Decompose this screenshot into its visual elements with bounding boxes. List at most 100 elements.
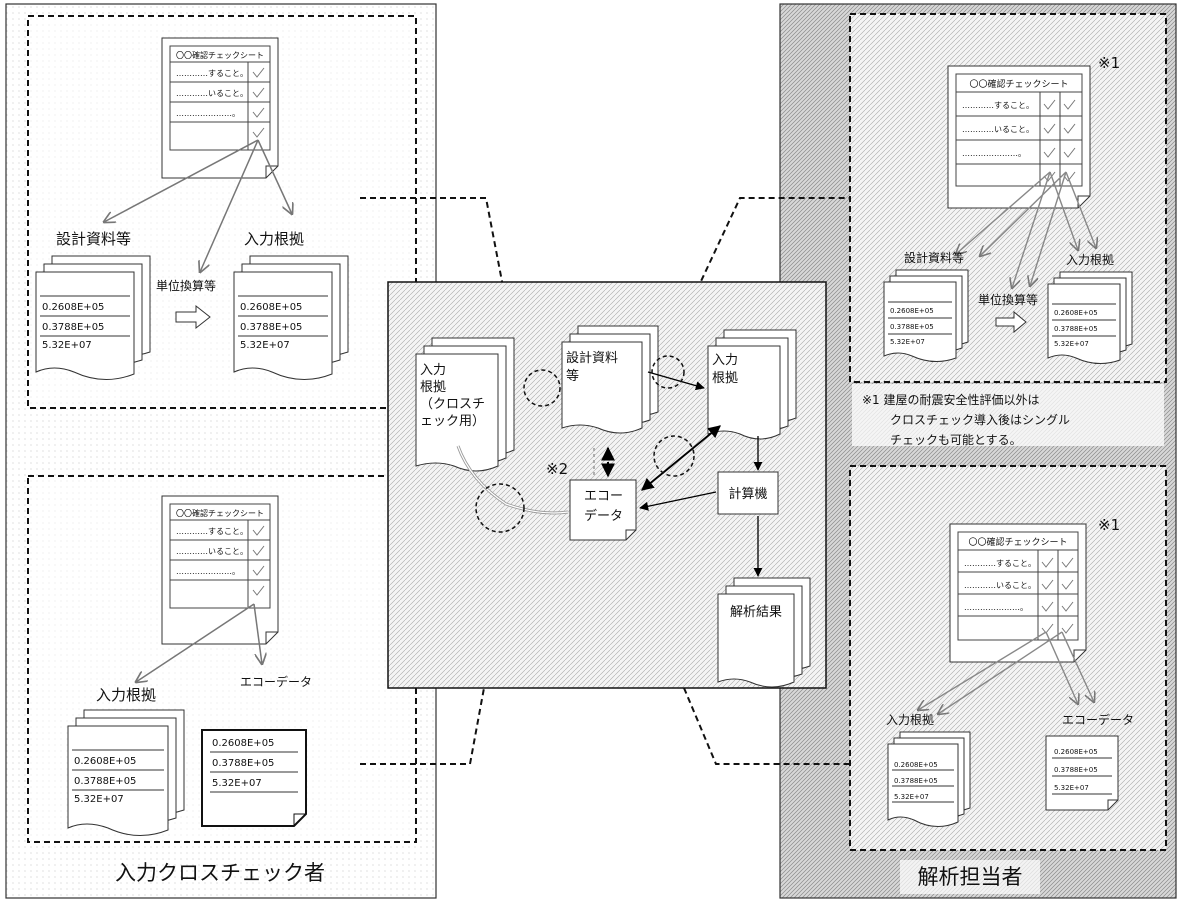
document-stack: 0.2608E+05 0.3788E+05 5.32E+07 bbox=[233, 255, 349, 380]
svg-text:0.2608E+05: 0.2608E+05 bbox=[890, 307, 934, 315]
echo-data-sheet: エコー データ bbox=[569, 479, 637, 541]
svg-text:5.32E+07: 5.32E+07 bbox=[890, 338, 925, 346]
checksheet-title: 〇〇確認チェックシート bbox=[176, 508, 264, 518]
note-text: チェックも可能とする。 bbox=[890, 433, 1022, 447]
checksheet-row: …………すること。 bbox=[176, 69, 248, 78]
svg-text:5.32E+07: 5.32E+07 bbox=[74, 794, 124, 805]
note-mark: ※1 bbox=[1098, 516, 1120, 534]
note-mark: ※2 bbox=[546, 460, 568, 478]
svg-text:0.3788E+05: 0.3788E+05 bbox=[42, 322, 104, 333]
computer-label: 計算機 bbox=[728, 486, 767, 502]
checksheet-row: …………いること。 bbox=[176, 89, 248, 98]
checksheet: 〇〇確認チェックシート …………すること。 …………いること。 …………………。 bbox=[161, 37, 279, 179]
label-echo-data: エコーデータ bbox=[240, 674, 312, 689]
document-stack: 0.2608E+05 0.3788E+05 5.32E+07 bbox=[67, 709, 185, 836]
right-panel: ※1 ※1 〇〇確認チェックシート …………すること。 …………いること。 ……… bbox=[779, 3, 1177, 899]
checksheet: 〇〇確認チェックシート …………すること。 …………いること。 …………………。 bbox=[949, 523, 1087, 663]
svg-text:…………すること。: …………すること。 bbox=[964, 559, 1036, 568]
svg-text:0.3788E+05: 0.3788E+05 bbox=[240, 322, 302, 333]
svg-text:0.2608E+05: 0.2608E+05 bbox=[1054, 748, 1098, 756]
svg-text:入力: 入力 bbox=[712, 353, 738, 368]
svg-text:〇〇確認チェックシート: 〇〇確認チェックシート bbox=[969, 78, 1068, 90]
svg-text:…………すること。: …………すること。 bbox=[176, 527, 248, 536]
svg-text:0.2608E+05: 0.2608E+05 bbox=[212, 738, 274, 749]
check-mark-icon bbox=[1043, 147, 1076, 158]
check-mark-icon bbox=[252, 565, 265, 576]
svg-text:0.3788E+05: 0.3788E+05 bbox=[890, 323, 934, 331]
svg-text:0.3788E+05: 0.3788E+05 bbox=[1054, 325, 1098, 333]
note-mark: ※1 bbox=[1098, 54, 1120, 72]
svg-text:…………………。: …………………。 bbox=[964, 603, 1028, 612]
checksheet-title: 〇〇確認チェックシート bbox=[176, 50, 264, 60]
svg-text:…………すること。: …………すること。 bbox=[962, 101, 1034, 110]
svg-text:入力: 入力 bbox=[420, 363, 446, 378]
note-text: ※1 建屋の耐震安全性評価以外は bbox=[862, 392, 1040, 407]
panel-title: 解析担当者 bbox=[918, 865, 1023, 889]
svg-text:単位換算等: 単位換算等 bbox=[978, 292, 1038, 307]
svg-text:入力根拠: 入力根拠 bbox=[1066, 253, 1114, 267]
document-stack: 設計資料 等 bbox=[561, 325, 659, 434]
svg-text:0.2608E+05: 0.2608E+05 bbox=[74, 756, 136, 767]
check-mark-icon bbox=[252, 127, 265, 138]
check-mark-icon bbox=[252, 67, 265, 78]
svg-text:0.2608E+05: 0.2608E+05 bbox=[1054, 309, 1098, 317]
check-mark-icon bbox=[252, 525, 265, 536]
arrow-right-icon bbox=[175, 304, 211, 330]
checksheet: 〇〇確認チェックシート …………すること。 …………いること。 …………………。 bbox=[947, 65, 1091, 209]
svg-text:5.32E+07: 5.32E+07 bbox=[212, 778, 262, 789]
left-panel: 〇〇確認チェックシート …………すること。 …………いること。 …………………。… bbox=[5, 3, 437, 899]
computer-box bbox=[717, 471, 779, 515]
svg-text:…………いること。: …………いること。 bbox=[964, 581, 1036, 590]
document-stack: 0.2608E+05 0.3788E+05 5.32E+07 bbox=[883, 269, 969, 362]
svg-text:…………………。: …………………。 bbox=[176, 567, 240, 576]
echo-data-sheet: 0.2608E+05 0.3788E+05 5.32E+07 bbox=[201, 729, 307, 827]
note-text: クロスチェック導入後はシングル bbox=[890, 413, 1070, 427]
label-design-material: 設計資料等 bbox=[56, 230, 131, 248]
svg-text:5.32E+07: 5.32E+07 bbox=[1054, 784, 1089, 792]
panel-title: 入力クロスチェック者 bbox=[115, 861, 325, 885]
check-mark-icon bbox=[1043, 99, 1076, 110]
svg-text:〇〇確認チェックシート: 〇〇確認チェックシート bbox=[968, 536, 1067, 548]
svg-text:等: 等 bbox=[566, 368, 579, 384]
check-mark-icon bbox=[1043, 171, 1076, 182]
svg-text:0.3788E+05: 0.3788E+05 bbox=[212, 758, 274, 769]
check-mark-icon bbox=[252, 585, 265, 596]
document-stack: 0.2608E+05 0.3788E+05 5.32E+07 bbox=[35, 255, 151, 380]
svg-text:…………いること。: …………いること。 bbox=[962, 125, 1034, 134]
svg-text:エコー: エコー bbox=[584, 489, 623, 504]
svg-text:5.32E+07: 5.32E+07 bbox=[894, 793, 929, 801]
svg-text:ェック用）: ェック用） bbox=[420, 414, 485, 429]
document-stack: 入力 根拠 bbox=[707, 329, 797, 440]
check-mark-icon bbox=[252, 87, 265, 98]
label-input-basis: 入力根拠 bbox=[96, 686, 156, 704]
svg-text:設計資料: 設計資料 bbox=[566, 350, 618, 366]
check-mark-icon bbox=[1043, 123, 1076, 134]
label-unit-conversion: 単位換算等 bbox=[156, 278, 216, 293]
center-panel: 入力 根拠 （クロスチ ェック用） 設計資料 等 入力 根拠 ※2 エコー bbox=[387, 281, 827, 689]
svg-text:根拠: 根拠 bbox=[420, 380, 446, 395]
document-stack: 0.2608E+05 0.3788E+05 5.32E+07 bbox=[887, 731, 971, 827]
check-mark-icon bbox=[1041, 579, 1074, 590]
svg-text:5.32E+07: 5.32E+07 bbox=[1054, 340, 1089, 348]
document-stack: 0.2608E+05 0.3788E+05 5.32E+07 bbox=[1047, 271, 1133, 364]
svg-text:根拠: 根拠 bbox=[712, 371, 738, 386]
svg-text:（クロスチ: （クロスチ bbox=[420, 397, 485, 412]
document-stack: 解析結果 bbox=[717, 577, 811, 688]
check-circle-icon bbox=[475, 355, 695, 533]
svg-text:0.2608E+05: 0.2608E+05 bbox=[42, 302, 104, 313]
check-mark-icon bbox=[1041, 557, 1074, 568]
check-mark-icon bbox=[252, 107, 265, 118]
svg-text:…………いること。: …………いること。 bbox=[176, 547, 248, 556]
svg-text:0.3788E+05: 0.3788E+05 bbox=[894, 777, 938, 785]
check-mark-icon bbox=[1041, 601, 1074, 612]
arrow-right-icon bbox=[995, 310, 1027, 334]
svg-text:0.2608E+05: 0.2608E+05 bbox=[894, 761, 938, 769]
document-stack: 入力 根拠 （クロスチ ェック用） bbox=[415, 337, 515, 472]
checksheet-row: …………………。 bbox=[176, 109, 240, 118]
check-mark-icon bbox=[252, 545, 265, 556]
svg-text:データ: データ bbox=[584, 508, 623, 524]
svg-text:0.3788E+05: 0.3788E+05 bbox=[1054, 766, 1098, 774]
label-input-basis: 入力根拠 bbox=[244, 230, 304, 248]
svg-text:設計資料等: 設計資料等 bbox=[904, 250, 964, 265]
